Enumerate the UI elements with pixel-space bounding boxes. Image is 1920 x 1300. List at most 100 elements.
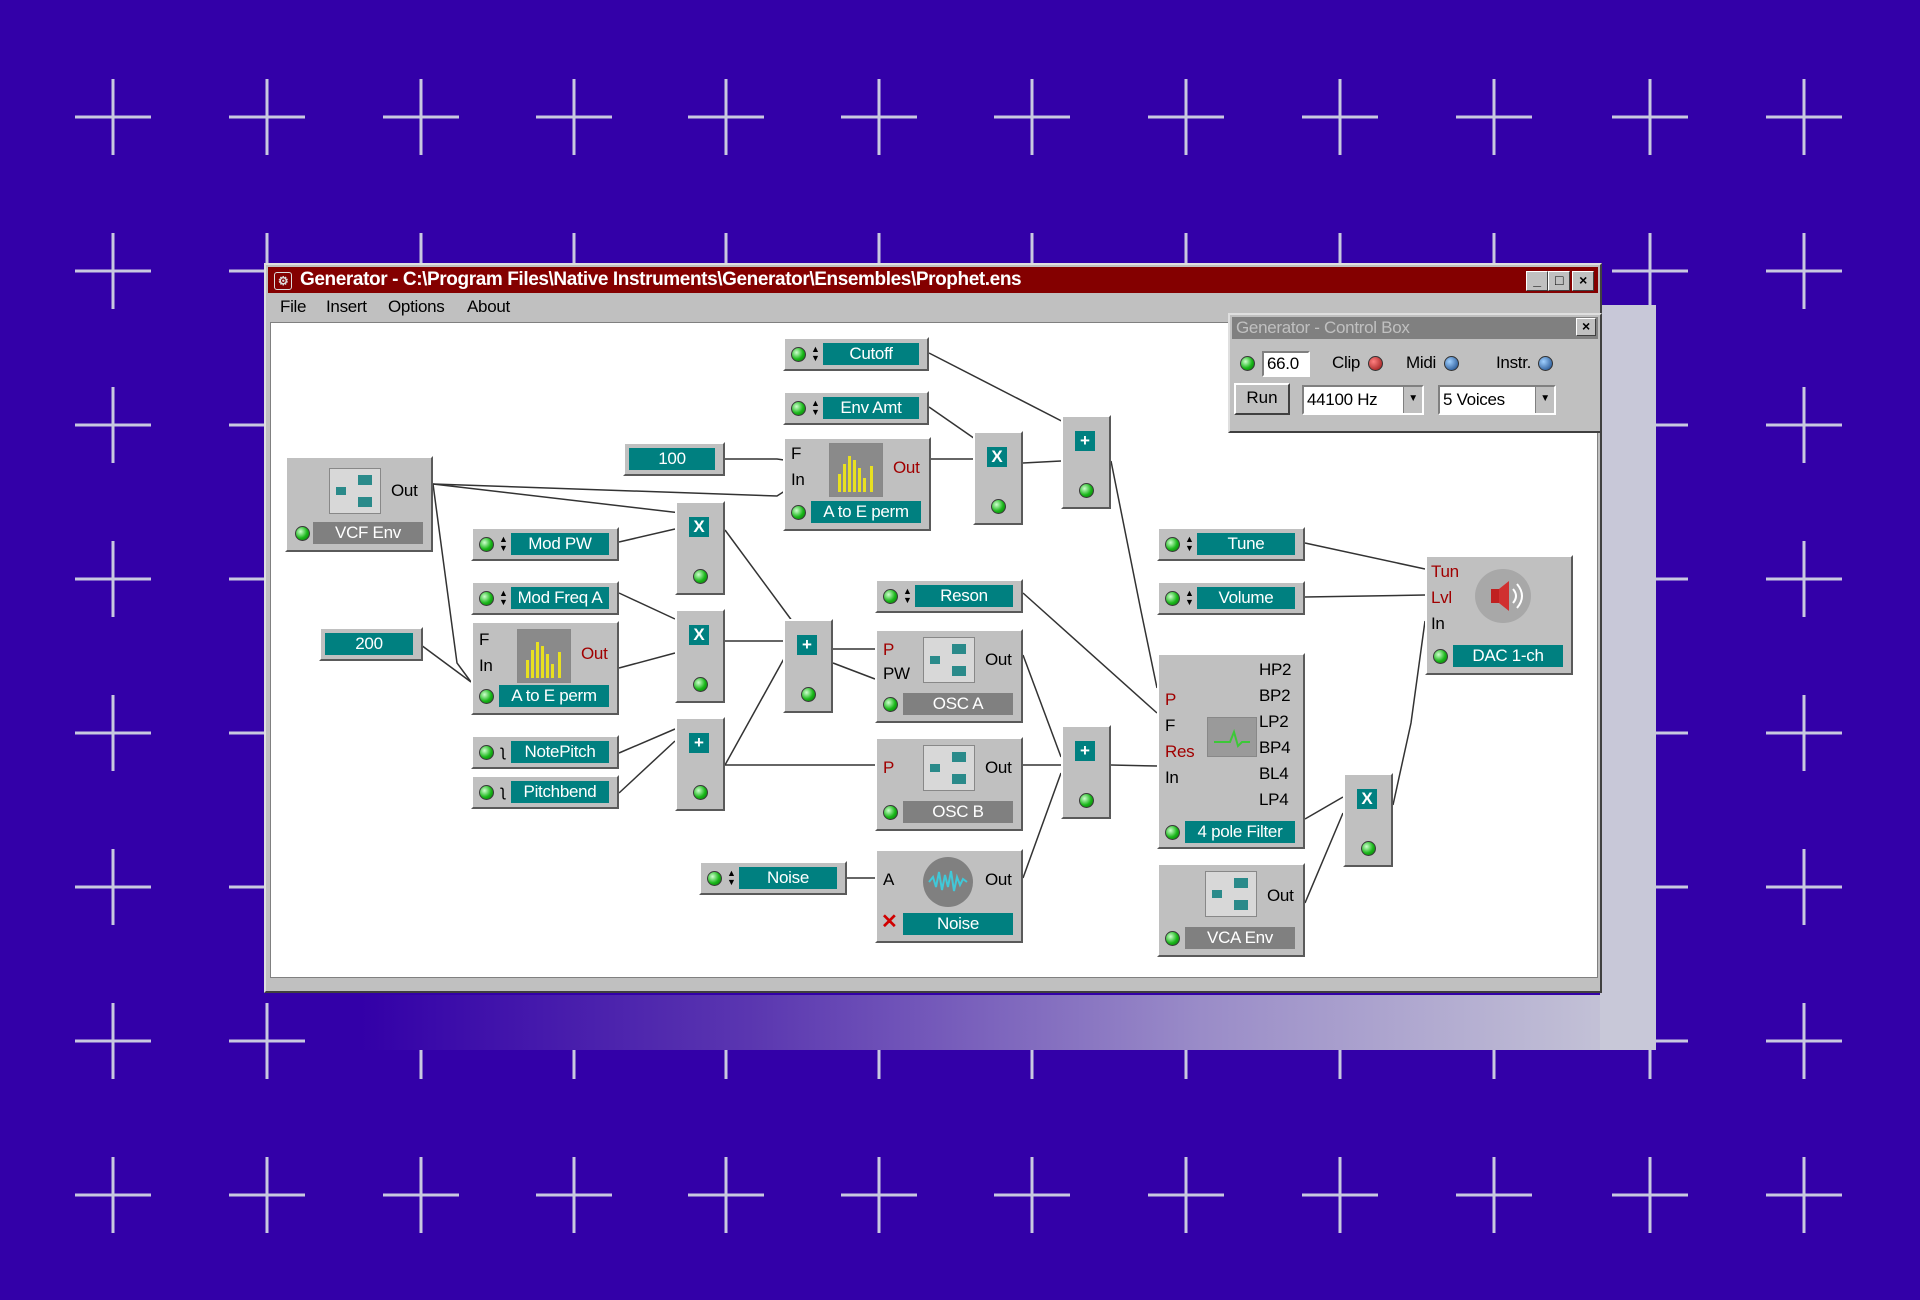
status-led[interactable] bbox=[883, 589, 898, 604]
status-led[interactable] bbox=[693, 569, 708, 584]
value-200-module[interactable]: 200 bbox=[319, 627, 423, 661]
add-module[interactable]: + bbox=[1061, 725, 1111, 819]
port-a[interactable]: A bbox=[883, 870, 895, 889]
updown-icon[interactable]: ▲▼ bbox=[499, 588, 508, 607]
mod-pw-knob[interactable]: ▲▼ Mod PW bbox=[471, 527, 619, 561]
a-to-e-perm-module[interactable]: F In Out A to E perm bbox=[471, 621, 619, 715]
status-led[interactable] bbox=[791, 505, 806, 520]
status-led[interactable] bbox=[1165, 537, 1180, 552]
add-module[interactable]: + bbox=[783, 619, 833, 713]
patch-cable[interactable] bbox=[432, 483, 472, 683]
status-led[interactable] bbox=[1433, 649, 1448, 664]
patch-cable[interactable] bbox=[725, 458, 792, 462]
patch-cable[interactable] bbox=[1022, 592, 1158, 714]
patch-cable[interactable] bbox=[432, 483, 699, 516]
control-box-title-bar[interactable]: Generator - Control Box × bbox=[1232, 317, 1598, 339]
add-module[interactable]: + bbox=[1061, 415, 1111, 509]
status-led[interactable] bbox=[693, 785, 708, 800]
port-lvl[interactable]: Lvl bbox=[1431, 588, 1452, 607]
menu-insert[interactable]: Insert bbox=[326, 297, 367, 316]
port-out[interactable]: Out bbox=[581, 644, 608, 663]
patch-cable[interactable] bbox=[1392, 620, 1426, 806]
voices-select[interactable]: 5 Voices ▼ bbox=[1438, 385, 1556, 415]
patch-cable[interactable] bbox=[1304, 542, 1426, 570]
osc-b-module[interactable]: P Out OSC B bbox=[875, 737, 1023, 831]
osc-a-module[interactable]: P PW Out OSC A bbox=[875, 629, 1023, 723]
add-module[interactable]: + bbox=[675, 717, 725, 811]
close-button[interactable]: × bbox=[1572, 271, 1594, 291]
patch-cable[interactable] bbox=[928, 352, 1082, 432]
minimize-button[interactable]: _ bbox=[1526, 271, 1548, 291]
status-led[interactable] bbox=[1165, 591, 1180, 606]
value-box[interactable]: 200 bbox=[325, 633, 413, 655]
port-tun[interactable]: Tun bbox=[1431, 562, 1459, 581]
menu-options[interactable]: Options bbox=[388, 297, 445, 316]
status-led[interactable] bbox=[1361, 841, 1376, 856]
port-out[interactable]: Out bbox=[391, 481, 418, 500]
pitchbend-module[interactable]: ʅ Pitchbend bbox=[471, 775, 619, 809]
noise-knob[interactable]: ▲▼ Noise bbox=[699, 861, 847, 895]
chevron-down-icon[interactable]: ▼ bbox=[1535, 387, 1554, 413]
env-amt-knob[interactable]: ▲▼ Env Amt bbox=[783, 391, 929, 425]
port-bp4[interactable]: BP4 bbox=[1259, 738, 1291, 757]
port-f[interactable]: F bbox=[479, 630, 490, 649]
port-p[interactable]: P bbox=[883, 640, 895, 659]
patch-cable[interactable] bbox=[724, 529, 802, 634]
reson-knob[interactable]: ▲▼ Reson bbox=[875, 579, 1023, 613]
mod-freq-knob[interactable]: ▲▼ Mod Freq A bbox=[471, 581, 619, 615]
status-led[interactable] bbox=[991, 499, 1006, 514]
port-lp4[interactable]: LP4 bbox=[1259, 790, 1289, 809]
port-in[interactable]: In bbox=[1165, 768, 1179, 787]
patch-cable[interactable] bbox=[1022, 654, 1062, 758]
dac-module[interactable]: Tun Lvl In DAC 1-ch bbox=[1425, 555, 1573, 675]
volume-knob[interactable]: ▲▼ Volume bbox=[1157, 581, 1305, 615]
status-led[interactable] bbox=[693, 677, 708, 692]
title-bar[interactable]: ⚙ Generator - C:\Program Files\Native In… bbox=[268, 267, 1598, 293]
status-led[interactable] bbox=[1079, 793, 1094, 808]
patch-cable[interactable] bbox=[1110, 460, 1158, 689]
status-led[interactable] bbox=[707, 871, 722, 886]
value-100-module[interactable]: 100 bbox=[623, 442, 725, 476]
status-led[interactable] bbox=[1165, 931, 1180, 946]
control-box-close-button[interactable]: × bbox=[1576, 318, 1596, 336]
status-led[interactable] bbox=[479, 745, 494, 760]
patch-cable[interactable] bbox=[618, 652, 676, 669]
notepitch-module[interactable]: ʅ NotePitch bbox=[471, 735, 619, 769]
patch-cable[interactable] bbox=[618, 740, 676, 794]
port-in[interactable]: In bbox=[1431, 614, 1445, 633]
port-out[interactable]: Out bbox=[985, 650, 1012, 669]
updown-icon[interactable]: ▲▼ bbox=[727, 868, 736, 887]
status-led[interactable] bbox=[791, 347, 806, 362]
port-p[interactable]: P bbox=[1165, 690, 1177, 709]
status-led[interactable] bbox=[883, 805, 898, 820]
disabled-x-icon[interactable]: ✕ bbox=[881, 911, 898, 933]
status-led[interactable] bbox=[295, 526, 310, 541]
port-out[interactable]: Out bbox=[985, 758, 1012, 777]
a-to-e-perm-module[interactable]: F In Out A to E perm bbox=[783, 437, 931, 531]
multiply-module[interactable]: X bbox=[973, 431, 1023, 525]
patch-cable[interactable] bbox=[1110, 764, 1158, 767]
menu-file[interactable]: File bbox=[280, 297, 307, 316]
vca-env-module[interactable]: Out VCA Env bbox=[1157, 863, 1305, 957]
port-f[interactable]: F bbox=[791, 444, 802, 463]
app-icon[interactable]: ⚙ bbox=[274, 272, 292, 290]
port-pw[interactable]: PW bbox=[883, 664, 910, 683]
updown-icon[interactable]: ▲▼ bbox=[1185, 588, 1194, 607]
port-in[interactable]: In bbox=[479, 656, 493, 675]
patch-cable[interactable] bbox=[1022, 460, 1062, 464]
patch-cable[interactable] bbox=[420, 644, 472, 683]
four-pole-filter-module[interactable]: P F Res In HP2 BP2 LP2 BP4 BL4 LP4 4 pol… bbox=[1157, 653, 1305, 849]
status-led[interactable] bbox=[791, 401, 806, 416]
patch-cable[interactable] bbox=[1022, 772, 1062, 879]
updown-icon[interactable]: ▲▼ bbox=[811, 344, 820, 363]
status-led[interactable] bbox=[479, 537, 494, 552]
port-hp2[interactable]: HP2 bbox=[1259, 660, 1292, 679]
patch-cable[interactable] bbox=[1304, 594, 1426, 598]
status-led[interactable] bbox=[479, 689, 494, 704]
multiply-module[interactable]: X bbox=[675, 609, 725, 703]
multiply-module[interactable]: X bbox=[675, 501, 725, 595]
menu-about[interactable]: About bbox=[467, 297, 510, 316]
vcf-env-module[interactable]: Out VCF Env bbox=[285, 456, 433, 552]
noise-module[interactable]: A Out ✕ Noise bbox=[875, 849, 1023, 943]
patch-cable[interactable] bbox=[618, 528, 676, 543]
